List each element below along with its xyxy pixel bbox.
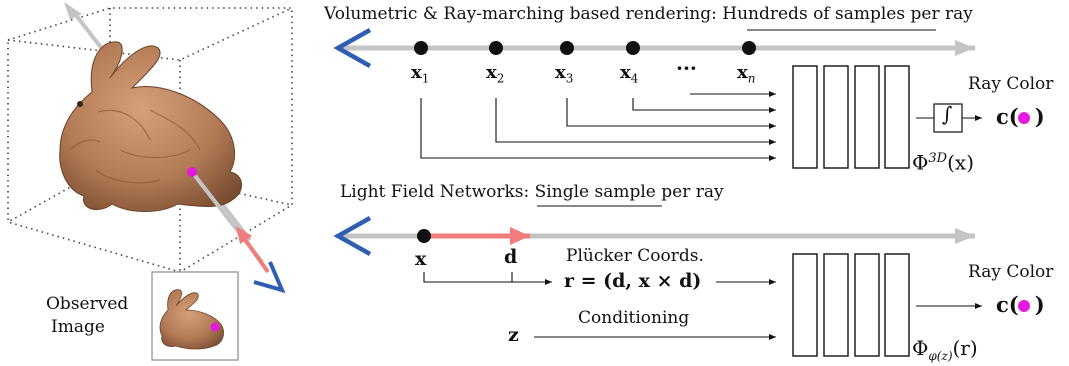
top-title: Volumetric & Ray-marching based renderin… xyxy=(324,4,973,24)
sample-connections xyxy=(420,91,776,161)
output-label-top: c() xyxy=(996,104,1045,129)
conditioning-label: Conditioning xyxy=(578,308,690,328)
network-blocks-top xyxy=(792,65,910,169)
z-label: z xyxy=(508,324,519,346)
direction-arrowhead-left xyxy=(236,226,252,244)
sample-points-top xyxy=(414,41,756,55)
bottom-title: Light Field Networks: Single sample per … xyxy=(340,182,724,202)
ray-left-arrowhead xyxy=(64,2,82,20)
output-label-bottom: c() xyxy=(996,292,1045,317)
d-label-bottom: d xyxy=(504,246,518,268)
direction-arrow-left xyxy=(242,236,270,274)
x-label-bottom: x xyxy=(415,248,427,270)
ray-color-label-top: Ray Color xyxy=(968,74,1054,94)
observed-bunny-thumbnail xyxy=(159,289,224,350)
plucker-bracket xyxy=(423,272,982,340)
sample-point-left xyxy=(187,167,197,177)
sample-point-1 xyxy=(414,41,428,55)
eye-icon-top xyxy=(333,28,372,68)
plucker-label: Plücker Coords. xyxy=(566,246,704,266)
ray-color-dot-bottom xyxy=(1018,300,1030,312)
ray-color-dot-top xyxy=(1018,112,1030,124)
network-label-bottom: Φφ(z)(r) xyxy=(912,336,978,363)
bunny-image xyxy=(59,41,242,212)
network-blocks-bottom xyxy=(792,253,910,357)
sample-label-4: x4 xyxy=(620,62,639,86)
observed-label: Observed Image xyxy=(46,294,129,337)
sample-label-1: x1 xyxy=(411,62,430,86)
eye-icon-bottom xyxy=(333,216,372,256)
integral-symbol: ∫ xyxy=(942,102,953,126)
sample-label-3: x3 xyxy=(555,62,574,86)
plucker-formula: r = (d, x × d) xyxy=(564,270,702,292)
network-label-top: Φ3D(x) xyxy=(912,150,974,175)
sample-ellipsis: ··· xyxy=(676,56,697,80)
eye-icon-left xyxy=(253,261,286,294)
ray-color-label-bottom: Ray Color xyxy=(968,262,1054,282)
sample-label-2: x2 xyxy=(486,62,505,86)
sample-point-4 xyxy=(626,41,640,55)
sample-point-2 xyxy=(489,41,503,55)
sample-point-n xyxy=(742,41,756,55)
sample-point-bottom xyxy=(417,229,431,243)
sample-point-3 xyxy=(560,41,574,55)
sample-label-n: xn xyxy=(737,62,756,86)
